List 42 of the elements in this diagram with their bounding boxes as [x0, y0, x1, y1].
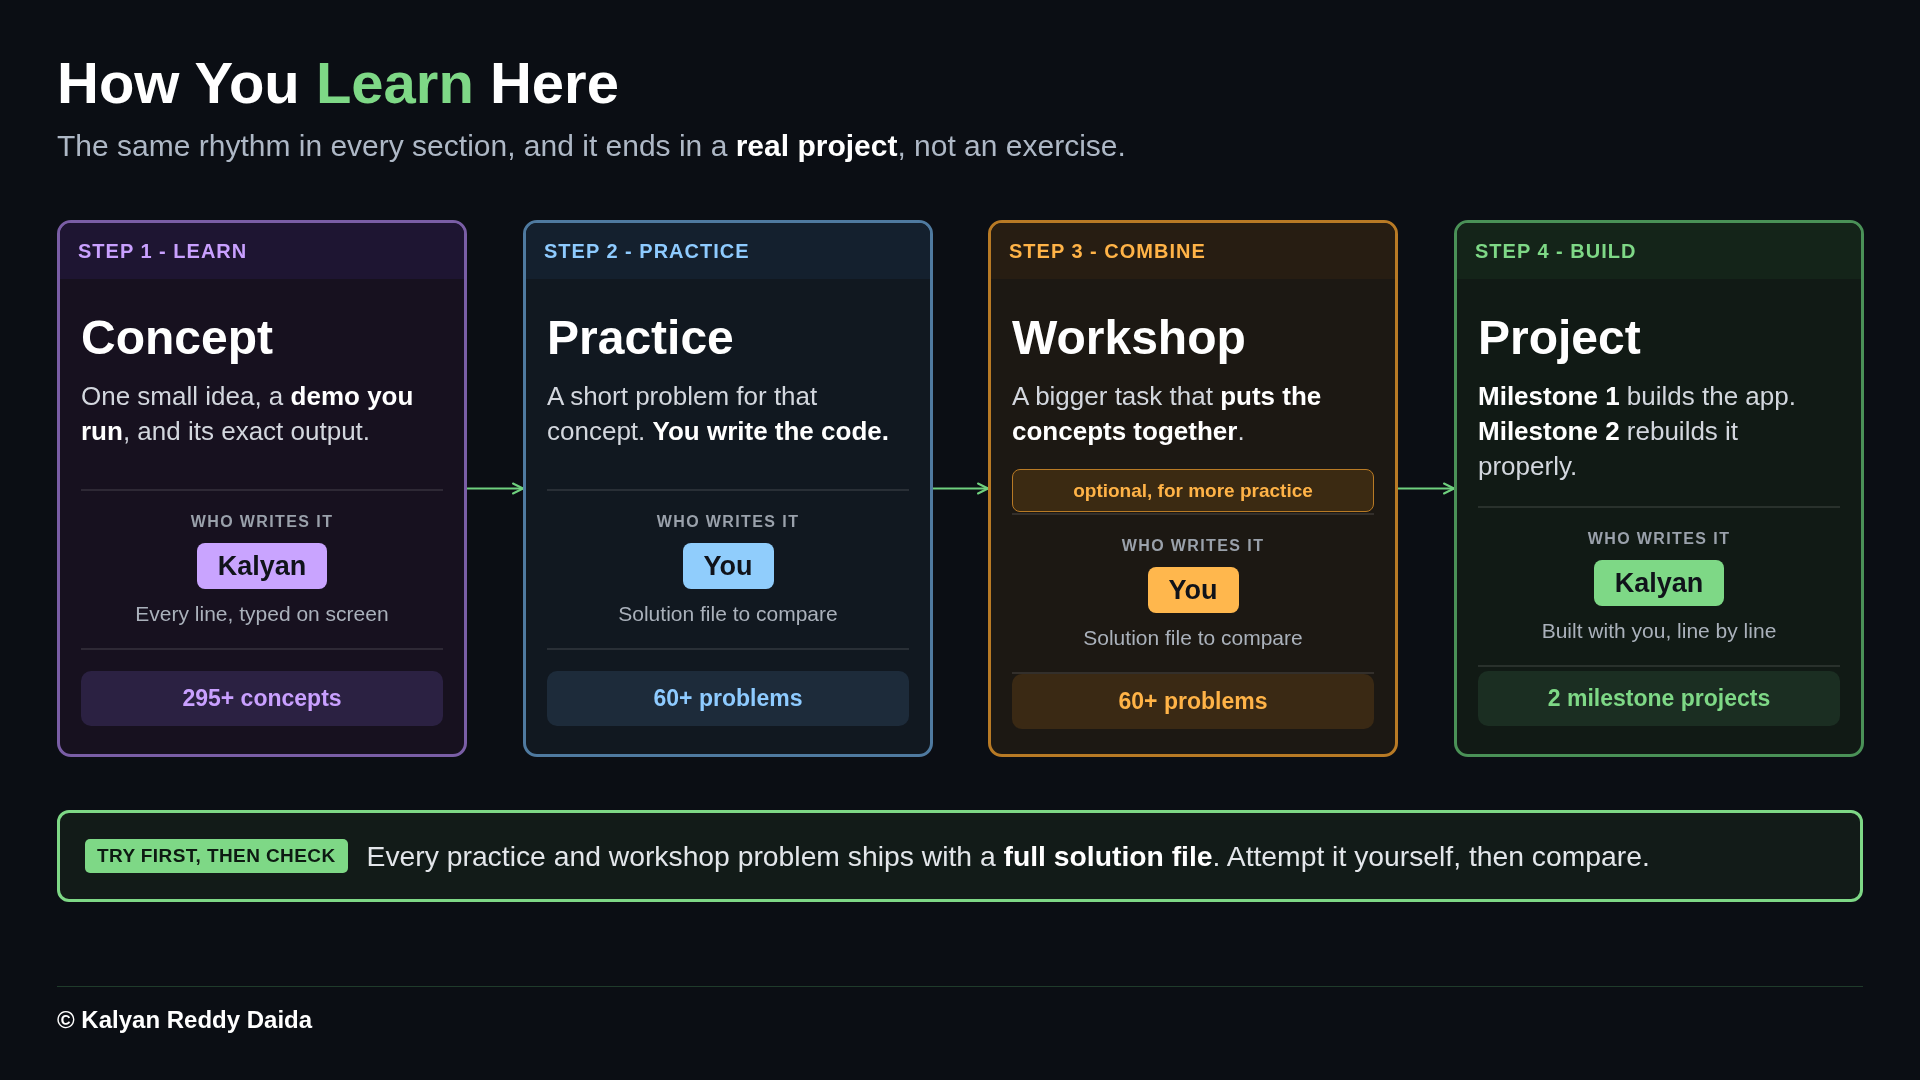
card-description: A short problem for that concept. You write the code.: [547, 380, 890, 448]
author-badge: Kalyan: [1593, 560, 1725, 606]
tip-banner: [57, 810, 1863, 902]
optional-tag: optional, for more practice: [1012, 469, 1374, 512]
arrow: [1397, 482, 1455, 495]
card-title: Project: [1478, 312, 1641, 364]
author-note: Every line, typed on screen: [135, 602, 389, 626]
author-note: Built with you, line by line: [1541, 619, 1777, 643]
step-card: [523, 220, 933, 757]
tip-tag: TRY FIRST, THEN CHECK: [85, 839, 348, 873]
count-pill: 60+ problems: [547, 671, 909, 726]
section-label: WHO WRITES IT: [190, 512, 334, 531]
card-title: Workshop: [1012, 312, 1246, 364]
page-title: How You Learn Here: [57, 50, 619, 116]
count-pill: 2 milestone projects: [1478, 671, 1840, 726]
arrow: [466, 482, 524, 495]
tip-text: Every practice and workshop problem ships with a full solution file. Attempt it yourself, then compare.: [366, 839, 1650, 873]
card-description: Milestone 1 builds the app. Milestone 2 rebuilds it properly.: [1478, 380, 1797, 483]
subtitle: The same rhythm in every section, and it ends in a real project, not an exercise.: [57, 128, 1126, 164]
section-label: WHO WRITES IT: [1587, 529, 1731, 548]
card-description: A bigger task that puts the concepts together.: [1012, 380, 1323, 448]
author-note: Solution file to compare: [1083, 626, 1303, 650]
step-header: STEP 4 - BUILD: [1457, 223, 1861, 279]
copyright-text: © Kalyan Reddy Daida: [57, 1006, 313, 1034]
author-note: Solution file to compare: [618, 602, 838, 626]
count-pill: 60+ problems: [1012, 674, 1374, 729]
card-description: One small idea, a demo you run, and its exact output.: [81, 380, 415, 448]
author-badge: You: [682, 543, 774, 589]
step-card: [1454, 220, 1864, 757]
card-title: Concept: [81, 312, 273, 364]
author-badge: You: [1147, 567, 1239, 613]
arrow: [932, 482, 989, 495]
section-label: WHO WRITES IT: [656, 512, 800, 531]
section-label: WHO WRITES IT: [1121, 536, 1265, 555]
step-header: STEP 2 - PRACTICE: [526, 223, 930, 279]
step-header: STEP 1 - LEARN: [60, 223, 464, 279]
card-title: Practice: [547, 312, 734, 364]
step-card: [57, 220, 467, 757]
author-badge: Kalyan: [196, 543, 328, 589]
count-pill: 295+ concepts: [81, 671, 443, 726]
step-header: STEP 3 - COMBINE: [991, 223, 1395, 279]
step-card: [988, 220, 1398, 757]
